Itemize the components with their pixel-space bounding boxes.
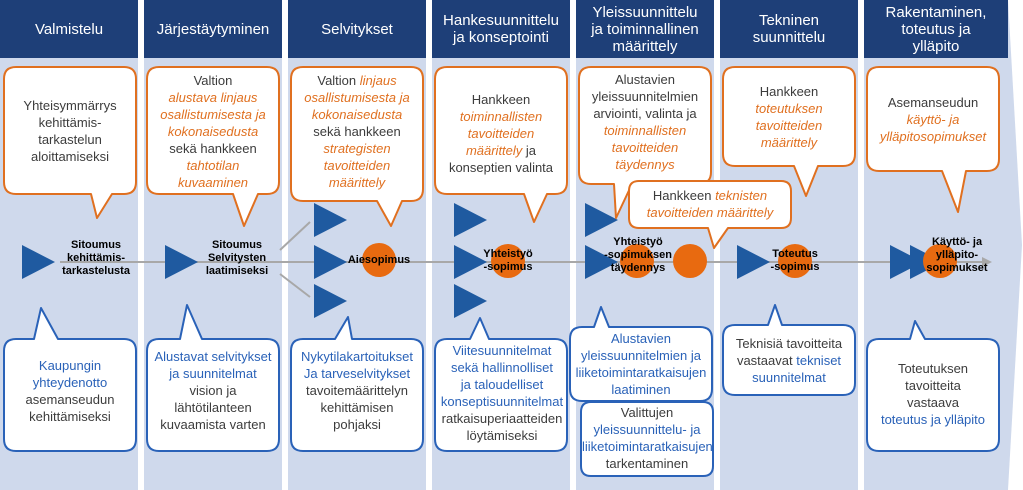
milestone-dot (491, 244, 525, 278)
process-triangle (454, 284, 487, 318)
branch-arrow (279, 273, 311, 298)
phase-header-jarjestaytyminen: Järjestäytyminen (144, 0, 282, 58)
milestone-label: Yhteistyö-sopimus (483, 248, 533, 273)
milestone-label: Toteutus-sopimus (770, 248, 820, 273)
process-triangle (585, 203, 618, 237)
milestone-dot (778, 244, 812, 278)
output-bubble (146, 304, 280, 452)
branch-arrow (279, 221, 311, 251)
goal-bubble (722, 66, 856, 197)
milestone-dot (673, 244, 707, 278)
milestone-dot (620, 244, 654, 278)
phase-header-selvitykset: Selvitykset (288, 0, 426, 58)
milestone-dot (362, 243, 396, 277)
output-bubble (434, 317, 568, 452)
goal-bubble (146, 66, 280, 227)
milestone-dot (923, 244, 957, 278)
process-triangle (165, 245, 198, 279)
goal-bubble (628, 180, 792, 249)
process-triangle (454, 245, 487, 279)
goal-bubble (434, 66, 568, 223)
process-triangle (314, 203, 347, 237)
process-triangle (585, 245, 618, 279)
output-bubble (290, 316, 424, 452)
output-bubble (866, 320, 1000, 452)
process-triangle (22, 245, 55, 279)
goal-bubble (3, 66, 137, 219)
process-triangle (454, 203, 487, 237)
process-triangle (890, 245, 923, 279)
flow-arrowhead (982, 257, 992, 267)
output-bubble (569, 306, 713, 402)
goal-bubble (866, 66, 1000, 213)
phase-header-valmistelu: Valmistelu (0, 0, 138, 58)
process-triangle (314, 245, 347, 279)
goal-bubble (290, 66, 424, 227)
process-triangle (314, 284, 347, 318)
output-bubble (3, 307, 137, 452)
output-bubble (580, 401, 714, 477)
process-triangle (737, 245, 770, 279)
output-bubble (722, 304, 856, 396)
milestone-label: Aiesopimus (347, 254, 411, 266)
